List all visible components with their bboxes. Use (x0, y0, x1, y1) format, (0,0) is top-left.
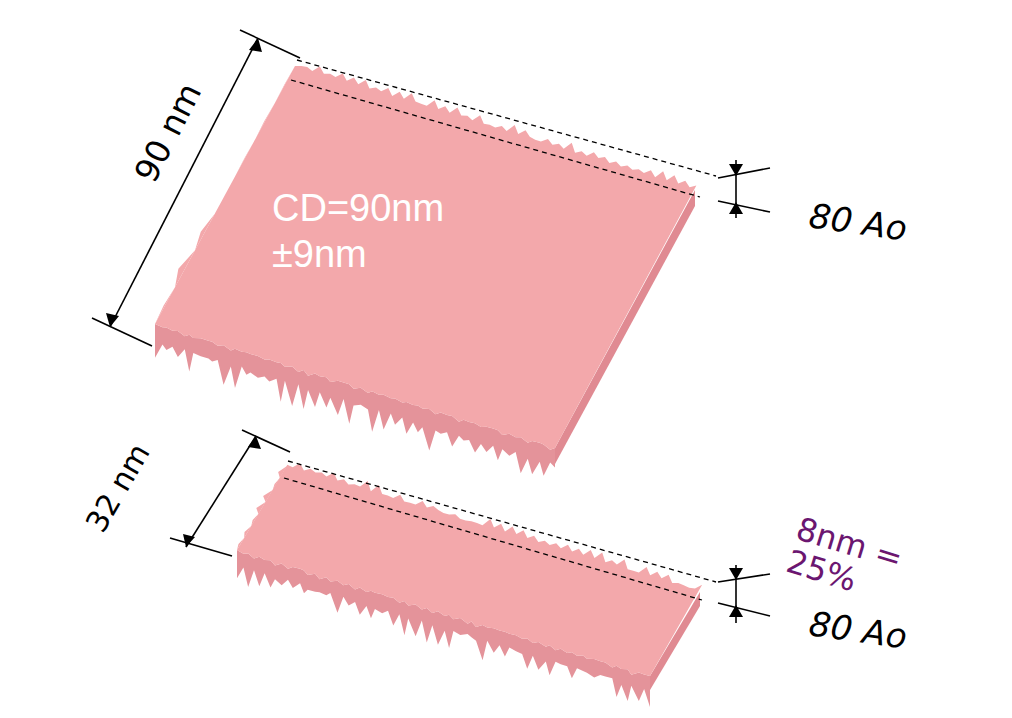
slab-left-edge (237, 466, 287, 550)
arrowheads (106, 38, 743, 617)
dimension-lines (92, 30, 770, 623)
thickness-label: 80 Ao (807, 198, 909, 245)
thickness-label: 80 Ao (807, 606, 909, 653)
dimension-label: 90 nm (129, 77, 206, 186)
dimension-label: 32 nm (81, 439, 155, 537)
roughness-ratio: 8nm = 25% (783, 512, 908, 608)
line-slab-region: CD=90nm ±9nm (272, 186, 522, 277)
cd-value: CD=90nm ±9nm (272, 186, 462, 277)
line-slabs (155, 66, 702, 707)
slab-top (155, 66, 696, 450)
slab-top (237, 463, 702, 676)
